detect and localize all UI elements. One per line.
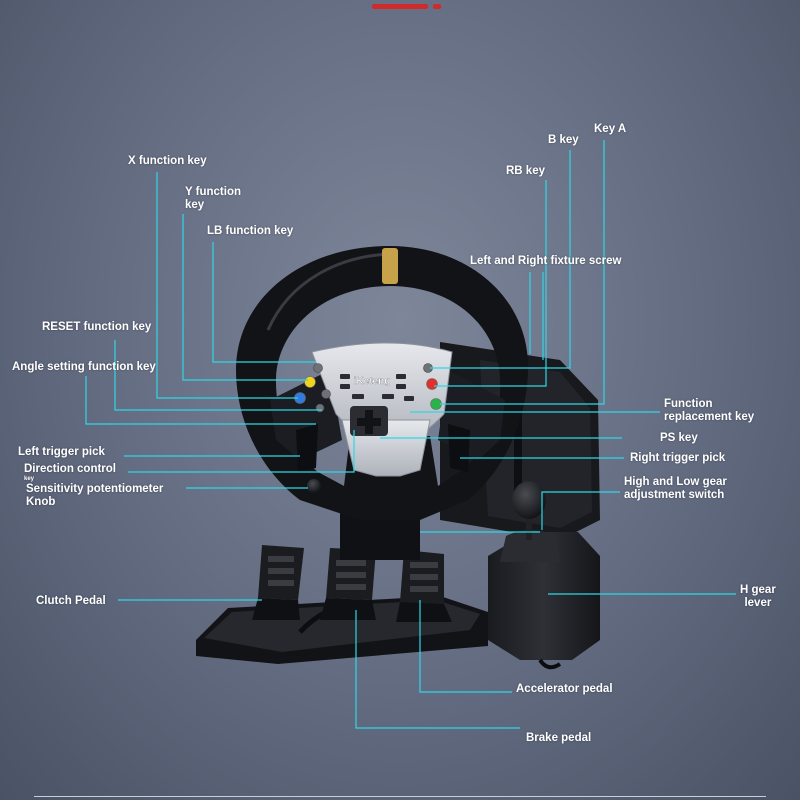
center-keys (340, 374, 414, 401)
leader-accelerator (419, 600, 512, 693)
leader-x-key (156, 172, 298, 399)
accelerator-pedal-body (396, 550, 452, 622)
leader-brake (355, 610, 520, 729)
label-y-function-key-line1: Y function (185, 186, 242, 198)
label-accelerator-pedal: Accelerator pedal (516, 683, 613, 695)
label-ps-key: PS key (660, 432, 698, 444)
label-rb-key: RB key (506, 165, 545, 177)
accent-bar (372, 4, 428, 9)
shifter-housing (488, 532, 600, 660)
right-trigger-pick-icon[interactable] (448, 424, 470, 472)
leader-lines (85, 140, 736, 729)
label-h-gear-lever: H gear lever (740, 584, 776, 610)
label-y-function-key: Y function key (185, 186, 241, 212)
label-key-a: Key A (594, 123, 627, 135)
label-function-replacement-line1: Function (664, 398, 713, 410)
label-fixture-screw: Left and Right fixture screw (470, 255, 622, 267)
brand-logo: iKeteng (354, 376, 391, 387)
shifter-knob-icon[interactable] (512, 481, 546, 519)
label-b-key: B key (548, 134, 579, 146)
angle-button-icon[interactable] (315, 403, 325, 413)
label-gear-switch-line1: High and Low gear (624, 476, 727, 488)
reset-button-icon[interactable] (321, 389, 331, 399)
accent-dot (433, 4, 441, 9)
bottom-divider (34, 796, 766, 797)
label-angle-setting-key: Angle setting function key (12, 361, 156, 373)
label-clutch-pedal: Clutch Pedal (36, 595, 106, 607)
h-gear-shifter (488, 481, 600, 670)
pedal-set (196, 545, 488, 664)
shifter-boot (500, 530, 560, 562)
label-x-function-key: X function key (128, 155, 207, 167)
wheel-center-stripe (382, 248, 398, 284)
clutch-pedal-body (252, 545, 304, 620)
left-trigger-pick-icon[interactable] (296, 424, 318, 472)
label-direction-control-key: Direction control key (24, 463, 116, 482)
leader-rb-key (434, 180, 547, 387)
lb-button-icon[interactable] (313, 363, 323, 373)
label-left-trigger-pick: Left trigger pick (18, 446, 105, 458)
b-button-icon[interactable] (426, 378, 438, 390)
label-direction-control-line1: Direction control (24, 463, 117, 475)
leader-reset-key (114, 340, 322, 411)
leader-angle-key (85, 376, 316, 425)
label-h-gear-line1: H gear (740, 584, 776, 596)
leader-gear-switch (541, 491, 620, 530)
label-lb-function-key: LB function key (207, 225, 294, 237)
label-reset-function-key: RESET function key (42, 321, 152, 333)
leader-y-key (182, 214, 308, 381)
direction-pad-icon[interactable] (350, 406, 388, 436)
leader-b-key (430, 150, 571, 369)
label-brake-pedal: Brake pedal (526, 732, 592, 744)
label-sensitivity-knob-line1: Sensitivity potentiometer (26, 483, 164, 495)
label-gear-adjustment-switch: High and Low gear adjustment switch (624, 476, 727, 502)
label-function-replacement-line2: replacement key (664, 411, 755, 423)
label-direction-control-line2: key (24, 476, 35, 482)
label-right-trigger-pick: Right trigger pick (630, 452, 726, 464)
leader-key-a (440, 140, 605, 405)
label-function-replacement-key: Function replacement key (664, 398, 754, 424)
leader-lb-key (212, 242, 316, 363)
label-h-gear-line2: lever (744, 597, 772, 609)
label-gear-switch-line2: adjustment switch (624, 489, 725, 501)
label-sensitivity-knob: Sensitivity potentiometer Knob (26, 483, 163, 509)
label-y-function-key-line2: key (185, 199, 205, 211)
sensitivity-knob-icon[interactable] (307, 479, 321, 493)
label-sensitivity-knob-line2: Knob (26, 496, 56, 508)
leader-direction-key (128, 430, 355, 473)
brake-pedal-body (320, 548, 376, 620)
a-button-icon[interactable] (430, 398, 442, 410)
wheel-rim-highlight (266, 252, 391, 331)
shifter-cable (538, 658, 562, 670)
y-button-icon[interactable] (304, 376, 316, 388)
